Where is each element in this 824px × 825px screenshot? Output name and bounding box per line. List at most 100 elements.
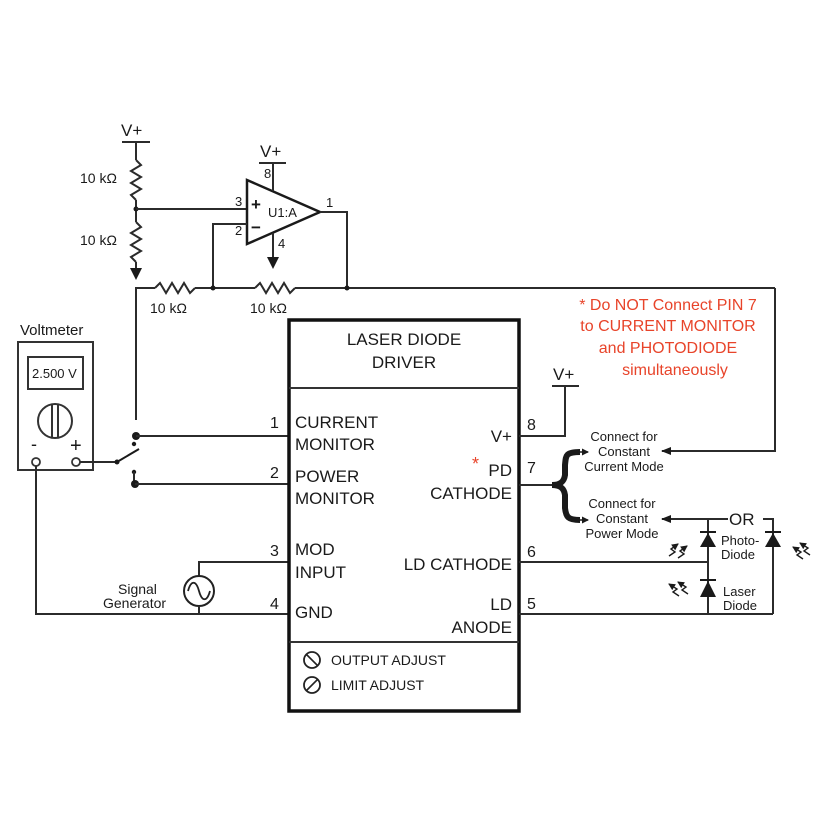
- laser-diode-label-2: Diode: [723, 598, 757, 613]
- ground-arrow-icon: [267, 257, 279, 269]
- signal-generator: Signal Generator: [103, 561, 288, 614]
- pin-3-number: 3: [270, 543, 279, 560]
- selection-brace: [551, 449, 581, 523]
- minus-sign: −: [251, 218, 261, 237]
- voltmeter-pos-label: +: [70, 435, 82, 457]
- pin-5-label-2: ANODE: [452, 618, 512, 637]
- right-wiring: V+ Connect for Constant Current Mode Con…: [519, 365, 811, 615]
- resistor-bottom: [129, 221, 143, 263]
- warning-note: * Do NOT Connect PIN 7 to CURRENT MONITO…: [579, 297, 757, 379]
- voltmeter-neg-terminal[interactable]: [31, 457, 41, 467]
- warning-line-2: to CURRENT MONITOR: [580, 318, 755, 335]
- switch-lever[interactable]: [116, 448, 140, 463]
- driver-title-2: DRIVER: [372, 353, 436, 372]
- pin-1-label-1: CURRENT: [295, 413, 378, 432]
- switch-contact-1: [131, 441, 137, 447]
- pin-2-label: 2: [235, 223, 242, 238]
- ground-arrow-icon: [130, 268, 142, 280]
- pin-6-number: 6: [527, 544, 536, 561]
- laser-diode-driver: LASER DIODE DRIVER 1 CURRENT MONITOR 2 P…: [270, 318, 536, 713]
- wire-pin8: [519, 386, 566, 437]
- resistor-feedback: [254, 281, 296, 295]
- pin-8-label: 8: [264, 166, 271, 181]
- resistor-bottom-label: 10 kΩ: [80, 232, 117, 248]
- vplus-label-divider: V+: [121, 121, 142, 140]
- laser-diode-label-1: Laser: [723, 584, 756, 599]
- or-label: OR: [729, 510, 755, 529]
- power-mode-label-3: Power Mode: [586, 526, 659, 541]
- light-arrows-icon: [668, 542, 811, 597]
- pin-6-label: LD CATHODE: [404, 555, 512, 574]
- opamp-u1a: U1:A + − 3 2 1 8 4 V+: [212, 142, 348, 288]
- pin-1-label: 1: [326, 195, 333, 210]
- resistor-top: [129, 159, 143, 201]
- signal-generator-label-1: Signal: [118, 581, 157, 597]
- photodiode-internal: [700, 531, 716, 547]
- resistor-top-label: 10 kΩ: [80, 170, 117, 186]
- driver-title-1: LASER DIODE: [347, 330, 461, 349]
- pin-3-label-2: INPUT: [295, 563, 346, 582]
- pin-4-label-1: GND: [295, 603, 333, 622]
- wire-pin3: [198, 561, 288, 579]
- wire-ground-return: [35, 466, 288, 615]
- voltmeter: Voltmeter 2.500 V - +: [17, 322, 288, 615]
- pin-7-number: 7: [527, 460, 536, 477]
- output-adjust-pot[interactable]: [303, 651, 321, 669]
- wire-current-monitor-loop: [661, 288, 776, 455]
- driver-box: [287, 318, 521, 713]
- voltmeter-reading: 2.500 V: [32, 366, 77, 381]
- pin-1-label-2: MONITOR: [295, 435, 375, 454]
- pin-3-label: 3: [235, 194, 242, 209]
- warning-line-3: and PHOTODIODE: [599, 340, 737, 357]
- pin-4-number: 4: [270, 596, 279, 613]
- junction-dot: [344, 285, 350, 291]
- pin-2-label-2: MONITOR: [295, 489, 375, 508]
- plus-sign: +: [251, 195, 261, 214]
- signal-generator-label-2: Generator: [103, 595, 166, 611]
- voltmeter-dial-icon[interactable]: [37, 403, 73, 439]
- resistor-input-label: 10 kΩ: [150, 300, 187, 316]
- vplus-label-opamp: V+: [260, 142, 281, 161]
- pin-2-number: 2: [270, 465, 279, 482]
- pin-7-label-1: PD: [488, 461, 512, 480]
- voltage-divider: V+ 10 kΩ 10 kΩ: [80, 121, 247, 280]
- opamp-name: U1:A: [268, 205, 297, 220]
- resistor-feedback-label: 10 kΩ: [250, 300, 287, 316]
- voltmeter-pos-terminal[interactable]: [71, 457, 81, 467]
- pin-2-label-1: POWER: [295, 467, 359, 486]
- warning-line-1: * Do NOT Connect PIN 7: [579, 297, 757, 314]
- pin-8-label: V+: [491, 427, 512, 446]
- wire-output: [320, 211, 348, 288]
- pin-8-number: 8: [527, 417, 536, 434]
- wire-alt-photodiode: [763, 518, 774, 535]
- power-mode-label-1: Connect for: [588, 496, 656, 511]
- pin-3-label-1: MOD: [295, 540, 335, 559]
- vplus-label-pin8: V+: [553, 365, 574, 384]
- pin-7-label-2: CATHODE: [430, 484, 512, 503]
- feedback-network: 10 kΩ 10 kΩ: [135, 281, 776, 455]
- photodiode-external: [765, 531, 781, 547]
- pin-1-number: 1: [270, 415, 279, 432]
- selector-switch[interactable]: [114, 432, 141, 488]
- sine-wave-icon: [187, 581, 211, 601]
- pin-5-label-1: LD: [490, 595, 512, 614]
- pin-4-label: 4: [278, 236, 285, 251]
- power-mode-label-2: Constant: [596, 511, 648, 526]
- limit-adjust-pot[interactable]: [303, 676, 321, 694]
- laser-diode: [700, 579, 716, 597]
- resistor-input: [154, 281, 196, 295]
- opamp-triangle: [245, 178, 324, 246]
- voltmeter-neg-label: -: [31, 434, 37, 454]
- current-mode-label-2: Constant: [598, 444, 650, 459]
- photodiode-label-2: Diode: [721, 547, 755, 562]
- limit-adjust-label: LIMIT ADJUST: [331, 677, 425, 693]
- wire-minus-feedback: [212, 223, 247, 288]
- current-mode-label-3: Current Mode: [584, 459, 663, 474]
- wire-left-vertical: [135, 287, 155, 420]
- photodiode-label-1: Photo-: [721, 533, 759, 548]
- warning-asterisk: *: [472, 454, 479, 474]
- voltmeter-display: [27, 356, 84, 390]
- warning-line-4: simultaneously: [622, 362, 728, 379]
- junction-dot: [210, 285, 216, 291]
